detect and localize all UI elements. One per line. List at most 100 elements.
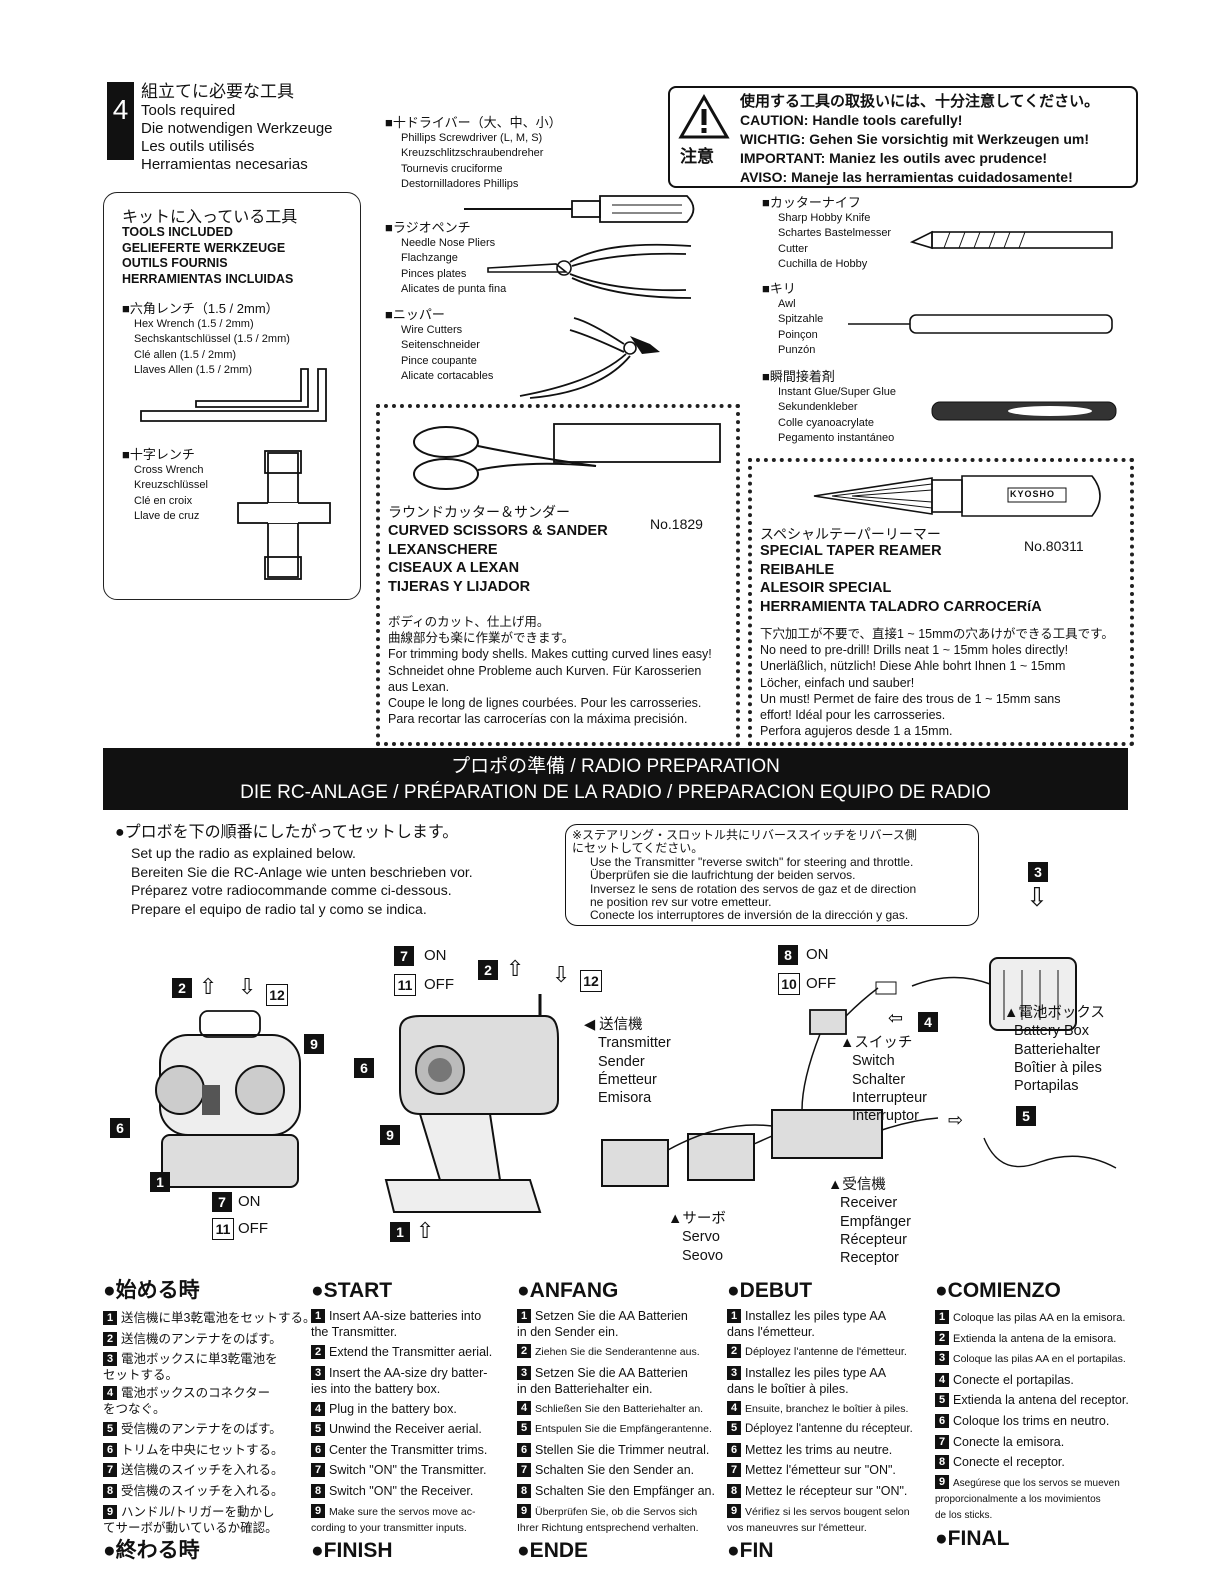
- hex-wrench-text: ■六角レンチ（1.5 / 2mm） Hex Wrench (1.5 / 2mm)…: [122, 301, 290, 377]
- hex-wrench-illustration: [140, 368, 327, 422]
- antenna-wire-illustration: [983, 1137, 1117, 1169]
- step-number-badge: 2: [935, 1330, 949, 1345]
- scissors-illustration: [413, 423, 721, 490]
- step-number-badge: 5: [935, 1393, 949, 1408]
- steps-de-title: ●ANFANG: [517, 1279, 619, 1302]
- scissors-box: ラウンドカッター＆サンダー CURVED SCISSORS & SANDER L…: [376, 404, 740, 746]
- step-7-label: 7: [212, 1192, 232, 1212]
- step-number-badge: 9: [311, 1503, 325, 1518]
- steps-jp-end-title: ●終わる時: [103, 1538, 200, 1562]
- step-number-badge: 3: [935, 1351, 949, 1366]
- step-number-badge: 7: [103, 1463, 117, 1478]
- banner-line-2: DIE RC-ANLAGE / PRÉPARATION DE LA RADIO …: [240, 782, 991, 803]
- step-9-label: 9: [380, 1125, 400, 1145]
- step-number-badge: 3: [727, 1365, 741, 1380]
- on-label: ON: [806, 946, 829, 963]
- kit-tools-box: キットに入っている工具 TOOLS INCLUDED GELIEFERTE WE…: [103, 192, 361, 600]
- arrow-down-icon: ⇩: [552, 962, 571, 987]
- reamer-desc: 下穴加工が不要で、直接1 ~ 15mmの穴あけができる工具です。 No need…: [760, 627, 1114, 739]
- warning-icon: [678, 94, 730, 139]
- step-11-label: 11: [394, 974, 416, 996]
- step-12-label: 12: [266, 984, 288, 1006]
- step-2-label: 2: [478, 960, 498, 980]
- step-number-badge: 3: [311, 1365, 325, 1380]
- transmitter-label: ◀ 送信機 Transmitter Sender Émetteur Emisor…: [584, 1017, 671, 1107]
- step-number-badge: 8: [727, 1483, 741, 1498]
- step-number-badge: 9: [517, 1503, 531, 1518]
- step-number-badge: 1: [727, 1309, 741, 1323]
- step-title: 組立てに必要な工具 Tools required Die notwendigen…: [141, 82, 333, 173]
- cutters-illustration: [519, 317, 660, 399]
- cross-wrench-text: ■十字レンチ Cross Wrench Kreuzschlüssel Clé e…: [122, 447, 208, 523]
- reamer-brand: KYOSHO: [1010, 489, 1056, 499]
- kit-tools-headings: TOOLS INCLUDED GELIEFERTE WERKZEUGE OUTI…: [122, 225, 294, 286]
- scissors-part-no: No.1829: [650, 516, 703, 532]
- step-9-label: 9: [304, 1034, 324, 1054]
- step-number-badge: 5: [103, 1422, 117, 1437]
- step-number-badge: 2: [311, 1345, 325, 1359]
- knife-text: ■カッターナイフ Sharp Hobby Knife Schartes Bast…: [762, 195, 892, 271]
- step-number-badge: 4: [517, 1400, 531, 1415]
- reamer-box: KYOSHO スペシャルテーパーリーマー SPECIAL TAPER REAME…: [748, 458, 1134, 746]
- banner-line-1: プロポの準備 / RADIO PREPARATION: [451, 756, 780, 777]
- step-number-badge: 9: [935, 1474, 949, 1489]
- step-number-badge: 1: [935, 1310, 949, 1324]
- screwdriver-text: ■十ドライバー（大、中、小） Phillips Screwdriver (L, …: [385, 115, 562, 191]
- step-5-label: 5: [1016, 1106, 1036, 1126]
- pliers-illustration: [487, 243, 692, 299]
- step-number-badge: 8: [311, 1483, 325, 1498]
- step-number-badge: 6: [103, 1442, 117, 1457]
- caution-box: 注意 使用する工具の取扱いには、十分注意してください。 CAUTION: Han…: [668, 86, 1138, 188]
- step-6-label: 6: [354, 1058, 374, 1078]
- step-number-badge: 9: [103, 1504, 117, 1519]
- scissors-names: CURVED SCISSORS & SANDER LEXANSCHERE CIS…: [388, 523, 608, 595]
- switch-label: ▲スイッチ Switch Schalter Interrupteur Inter…: [840, 1035, 927, 1125]
- step-4-label: 4: [918, 1012, 938, 1032]
- step-number-badge: 6: [517, 1442, 531, 1457]
- step-number-badge: 2: [727, 1344, 741, 1358]
- step-number-badge: 9: [727, 1503, 741, 1518]
- on-label: ON: [238, 1193, 261, 1210]
- caution-text: 使用する工具の取扱いには、十分注意してください。 CAUTION: Handle…: [740, 93, 1100, 185]
- step-number-badge: 3: [517, 1365, 531, 1380]
- kit-tools-title: キットに入っている工具: [122, 209, 298, 226]
- step-number-badge: 4: [727, 1400, 741, 1415]
- step-number-badge: 1: [311, 1309, 325, 1323]
- step-number-badge: 6: [935, 1413, 949, 1428]
- radio-intro: ●プロボを下の順番にしたがってセットします。 Set up the radio …: [115, 824, 473, 917]
- step-1-label: 1: [390, 1222, 410, 1242]
- step-number-badge: 3: [103, 1352, 117, 1367]
- glue-text: ■瞬間接着剤 Instant Glue/Super Glue Sekundenk…: [762, 369, 897, 445]
- steps-es-title: ●COMIENZO: [935, 1279, 1061, 1302]
- step-number-badge: 8: [517, 1483, 531, 1498]
- step-number-badge: 4: [311, 1401, 325, 1416]
- step-8-label: 8: [778, 945, 798, 965]
- step-3-label: 3: [1028, 862, 1048, 882]
- step-number-badge: 4: [103, 1386, 117, 1401]
- scissors-desc: ボディのカット、仕上げ用。 曲線部分も楽に作業ができます。 For trimmi…: [388, 615, 712, 727]
